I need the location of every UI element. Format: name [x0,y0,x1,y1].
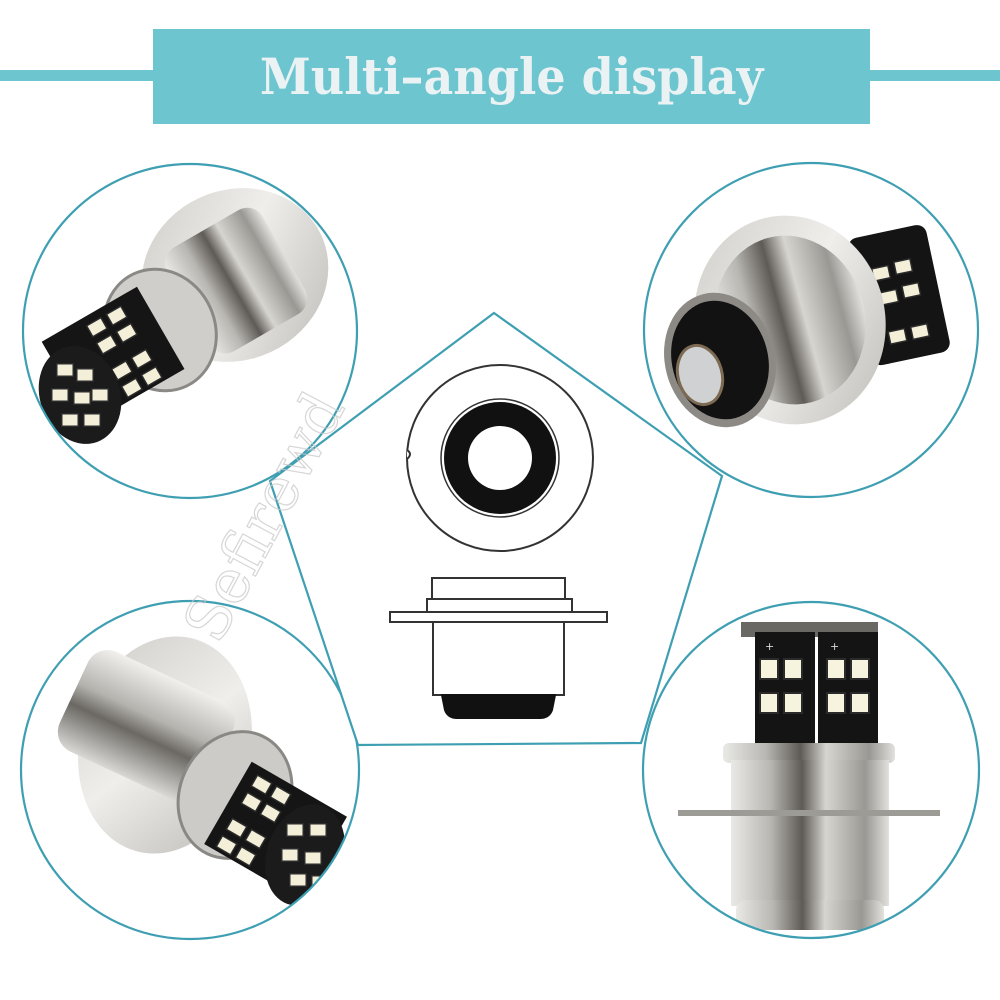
center-diagram [389,364,608,719]
title-banner: Multi–angle display [153,29,870,124]
banner-line-left [0,70,153,81]
view-bottom-left [21,601,359,939]
view-bottom-right: + + [643,602,979,938]
svg-text:+: + [765,640,774,653]
page-title: Multi–angle display [259,47,764,106]
view-frame-top-left [21,162,359,500]
view-frame-bottom-right [641,600,981,940]
view-top-left [23,164,357,498]
banner-line-right [870,70,1000,81]
svg-text:+: + [830,640,839,653]
view-frame-top-right [642,161,980,499]
view-frame-bottom-left [19,599,361,941]
view-top-right [644,163,978,497]
base-side-view-diagram [389,577,608,719]
base-top-view-diagram [406,364,594,552]
